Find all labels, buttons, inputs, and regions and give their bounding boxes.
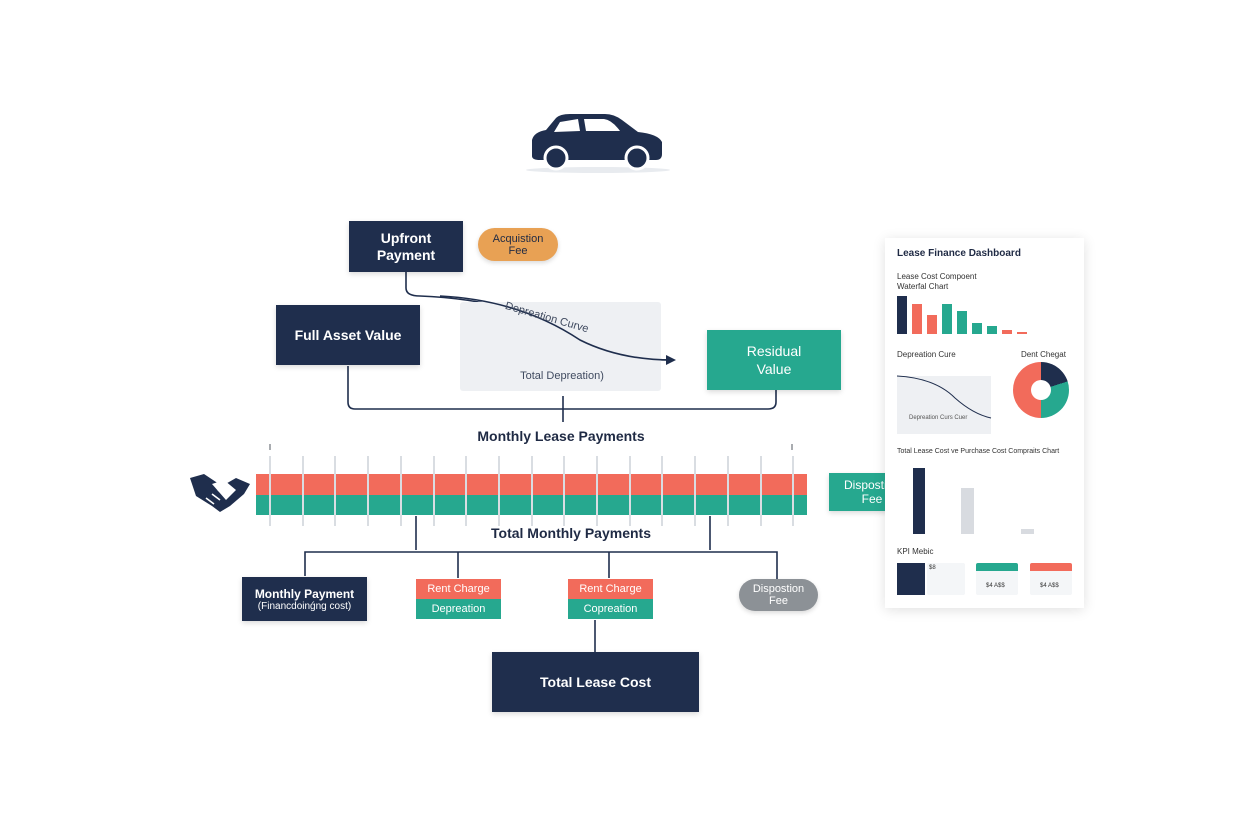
timeline-tick — [726, 456, 729, 526]
depreciation-mini-chart — [896, 375, 992, 434]
total-monthly-payments-label: Total Monthly Payments — [491, 525, 651, 541]
kpi-card: $4 A$$ — [1030, 563, 1072, 595]
upfront-payment-box: Upfront Payment — [349, 221, 463, 272]
timeline-tick — [399, 456, 402, 526]
waterfall-bar — [927, 315, 937, 334]
timeline-tick — [301, 456, 304, 526]
kpi-card-value: $4 A$$ — [1040, 583, 1059, 589]
waterfall-bar — [1002, 330, 1012, 334]
waterfall-bar — [987, 326, 997, 334]
waterfall-bar — [912, 303, 922, 334]
tree-line — [304, 551, 778, 580]
timeline-tick — [596, 456, 598, 526]
full-asset-value-box: Full Asset Value — [276, 305, 420, 365]
total-lease-cost-box: Total Lease Cost — [492, 652, 699, 712]
total-depreciation-label: Total Depreation) — [520, 370, 604, 382]
timeline-tick — [792, 456, 795, 526]
kpi-card: $8 — [927, 563, 965, 595]
waterfall-bar — [972, 322, 982, 334]
timeline-tick — [530, 456, 533, 526]
rent-charge-2: Rent Charge — [568, 579, 653, 599]
timeline-tick — [465, 456, 468, 526]
depreciation-chart-title: Depreation Cure — [897, 350, 956, 359]
timeline-tick — [367, 456, 370, 526]
timeline-tick — [563, 456, 566, 526]
bracket-line — [347, 366, 777, 410]
comparison-bar — [1021, 528, 1034, 534]
kpi-icon-tile — [897, 563, 925, 595]
timeline-tick — [694, 456, 697, 526]
comparison-bar — [961, 487, 974, 534]
monthly-payment-box: Monthly Payment (Financdoinǵng cost) — [242, 577, 367, 621]
rent-charge-1: Rent Charge — [416, 579, 501, 599]
kpi-title: KPI Mebic — [897, 547, 934, 556]
depreciation-curve-mini-label: Depreation Curs Cuer — [909, 415, 968, 421]
comparison-bar — [913, 468, 925, 534]
waterfall-bar — [897, 296, 907, 334]
kpi-card-value: $8 — [929, 565, 936, 571]
total-depreciation-area — [460, 302, 661, 391]
timeline-tick — [759, 456, 762, 526]
acquisition-fee-pill: Acquistion Fee — [478, 228, 558, 261]
monthly-payment-title: Monthly Payment — [254, 586, 355, 601]
monthly-lease-payments-label: Monthly Lease Payments — [477, 428, 645, 444]
donut-hole — [1031, 380, 1051, 400]
donut-chart-title: Dent Chegat — [1021, 350, 1066, 359]
depreciation-1: Depreation — [416, 599, 501, 619]
timeline-tick — [334, 456, 337, 526]
timeline-tick — [628, 456, 631, 526]
donut-ring — [1013, 362, 1069, 418]
disposition-fee-pill: Dispostion Fee — [739, 579, 818, 611]
depreciation-2: Copreation — [568, 599, 653, 619]
waterfall-title: Lease Cost Compoent Waterfal Chart — [897, 272, 977, 291]
timeline-tick — [269, 456, 271, 526]
timeline-tick — [432, 456, 435, 526]
kpi-card: $4 A$$ — [976, 563, 1018, 595]
waterfall-bar — [957, 311, 967, 334]
monthly-payment-subtitle: (Financdoinǵng cost) — [257, 600, 352, 612]
timeline-tick — [497, 456, 500, 526]
comparison-chart-title: Total Lease Cost ve Purchase Cost Compra… — [897, 448, 1060, 455]
waterfall-bar — [1017, 332, 1027, 334]
dashboard-title: Lease Finance Dashboard — [897, 248, 1021, 259]
waterfall-bar — [942, 303, 952, 334]
residual-value-box: Residual Value — [707, 330, 841, 390]
lease-finance-dashboard: Lease Finance Dashboard Lease Cost Compo… — [885, 238, 1084, 608]
timeline-tick — [661, 456, 664, 526]
kpi-card-value: $4 A$$ — [986, 583, 1005, 589]
